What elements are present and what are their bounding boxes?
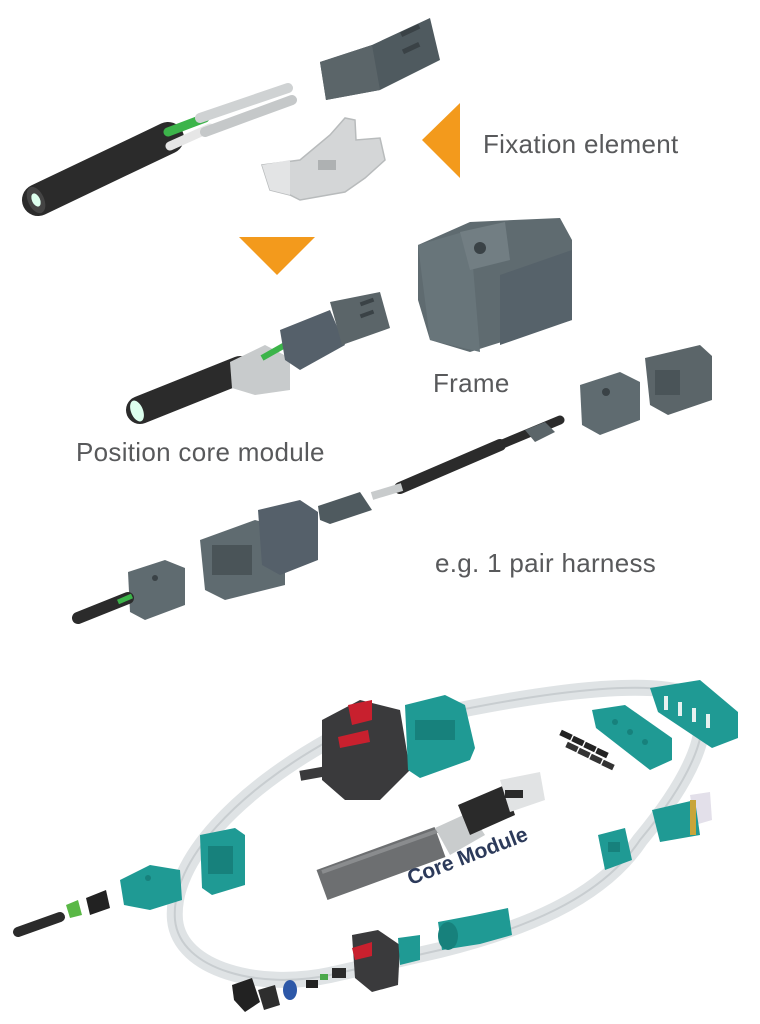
inline-connector-right	[598, 792, 712, 870]
one-pair-harness	[72, 345, 712, 624]
frame-part	[418, 218, 572, 352]
sealed-connector-large	[299, 695, 475, 800]
exploded-cable-left	[13, 890, 110, 937]
teal-inline-connector	[438, 908, 512, 950]
harness-example-label: e.g. 1 pair harness	[435, 548, 657, 578]
multi-pin-header-large	[650, 680, 738, 748]
core-module-housing	[320, 18, 440, 100]
small-parts	[232, 968, 346, 1012]
down-arrow-icon	[239, 237, 315, 275]
teal-connector-left	[120, 865, 182, 910]
multi-pin-housing	[592, 705, 672, 770]
frame-label: Frame	[433, 368, 510, 398]
position-core-module-label: Position core module	[76, 437, 325, 467]
core-module-part	[316, 772, 545, 901]
terminal-pins	[559, 729, 615, 771]
sealed-connector-small	[352, 930, 420, 992]
left-arrow-icon	[422, 103, 460, 178]
fixation-element-part	[261, 117, 386, 201]
fixation-element-label: Fixation element	[483, 129, 679, 159]
top-assembly-illustration	[22, 18, 712, 624]
exploded-cable	[22, 83, 297, 216]
teal-frame-left	[200, 828, 245, 895]
assembled-core-module	[126, 292, 390, 424]
